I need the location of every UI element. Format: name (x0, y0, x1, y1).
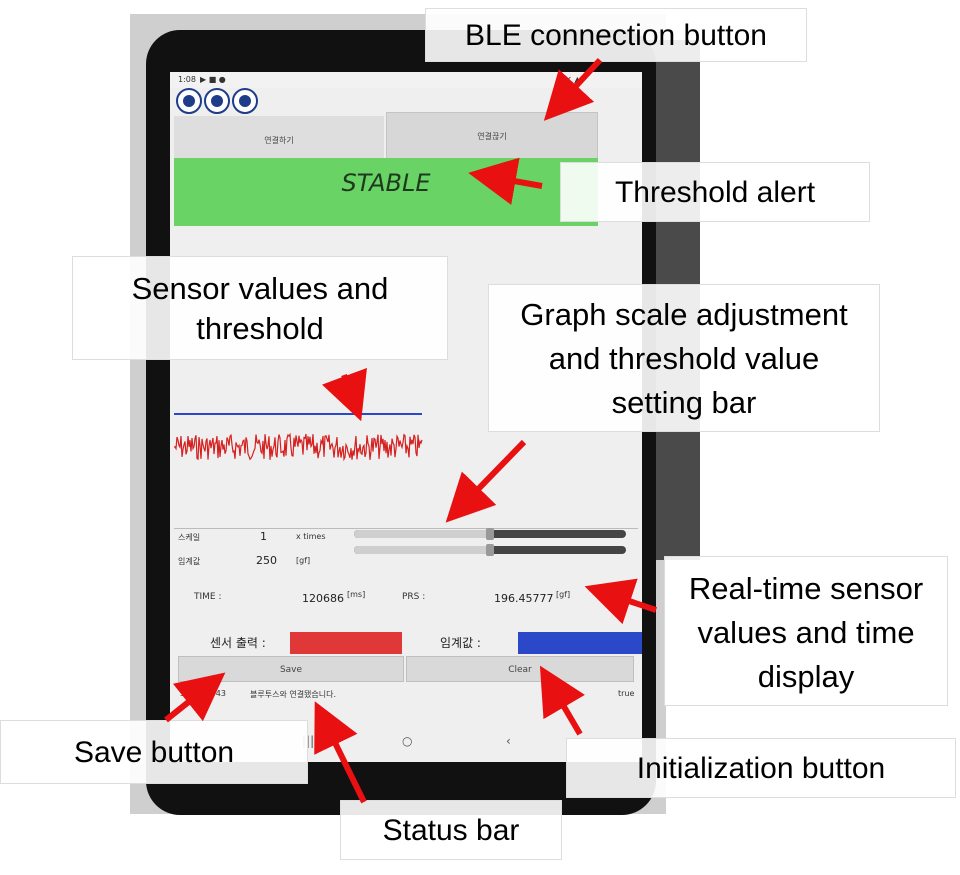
ble-disconnect-button[interactable]: 연결끊기 (386, 112, 598, 159)
threshold-control-label: 임계값 (178, 557, 201, 566)
callout-status: Status bar (340, 800, 562, 860)
threshold-legend-label: 임계값 : (440, 636, 481, 650)
callout-sensor: Sensor values and threshold (72, 256, 448, 360)
threshold-slider-thumb[interactable] (486, 544, 494, 556)
prs-value: 196.45777 (494, 592, 554, 605)
scale-label: 스케일 (178, 533, 201, 542)
threshold-slider[interactable] (354, 544, 626, 556)
threshold-slider-fill (354, 546, 490, 554)
ble-connect-button[interactable]: 연결하기 (174, 116, 384, 163)
save-button[interactable]: Save (178, 656, 404, 682)
callout-realtime: Real-time sensor values and time display (664, 556, 948, 706)
clear-button[interactable]: Clear (406, 656, 634, 682)
callout-init: Initialization button (566, 738, 956, 798)
university-emblem-logo-icon (232, 88, 258, 114)
notification-icons: ▶ ■ ● (200, 75, 226, 84)
callout-scale: Graph scale adjustment and threshold val… (488, 284, 880, 432)
system-time: 1:08 (178, 75, 196, 84)
threshold-alert: STABLE (174, 158, 598, 226)
sensor-line (174, 432, 423, 462)
callout-alert: Threshold alert (560, 162, 870, 222)
scale-slider-fill (354, 530, 490, 538)
prs-label: PRS : (402, 592, 426, 602)
back-icon[interactable]: ‹ (506, 734, 511, 748)
threshold-control-value: 250 (256, 554, 277, 567)
university-seal-logo-icon (204, 88, 230, 114)
home-icon[interactable]: ○ (402, 734, 413, 748)
callout-save: Save button (0, 720, 308, 784)
status-message: 블루투스와 연결됐습니다. (250, 690, 337, 699)
prs-unit: [gf] (556, 590, 571, 599)
time-value: 120686 (302, 592, 344, 605)
scale-slider[interactable] (354, 528, 626, 540)
controls-divider (174, 528, 638, 529)
scale-slider-thumb[interactable] (486, 528, 494, 540)
sensor-output-label: 센서 출력 : (210, 636, 266, 650)
signal-icons: ✕ ▲ (565, 75, 581, 84)
threshold-color-swatch (518, 632, 642, 654)
status-flag: true (618, 689, 635, 698)
callout-ble: BLE connection button (425, 8, 807, 62)
threshold-control-unit: [gf] (296, 556, 311, 565)
time-unit: [ms] (347, 590, 366, 599)
system-status-bar: 1:08 ▶ ■ ● ✕ ▲ (170, 72, 642, 88)
sensor-graph (174, 413, 423, 462)
status-counter: S.CLEK : 43 (180, 689, 226, 698)
scale-unit: x times (296, 532, 326, 541)
bubble-logo-icon (176, 88, 202, 114)
scale-value: 1 (260, 530, 267, 543)
sensor-color-swatch (290, 632, 402, 654)
time-label: TIME : (194, 592, 222, 602)
